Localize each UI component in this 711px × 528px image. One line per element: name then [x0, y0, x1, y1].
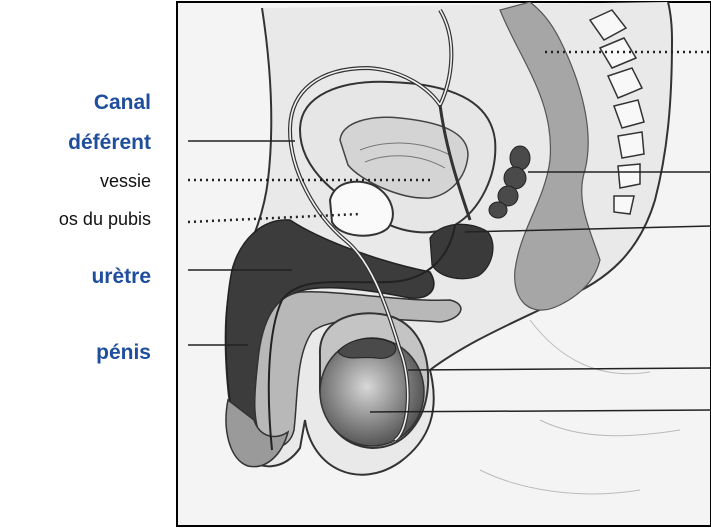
prostate [430, 224, 493, 278]
